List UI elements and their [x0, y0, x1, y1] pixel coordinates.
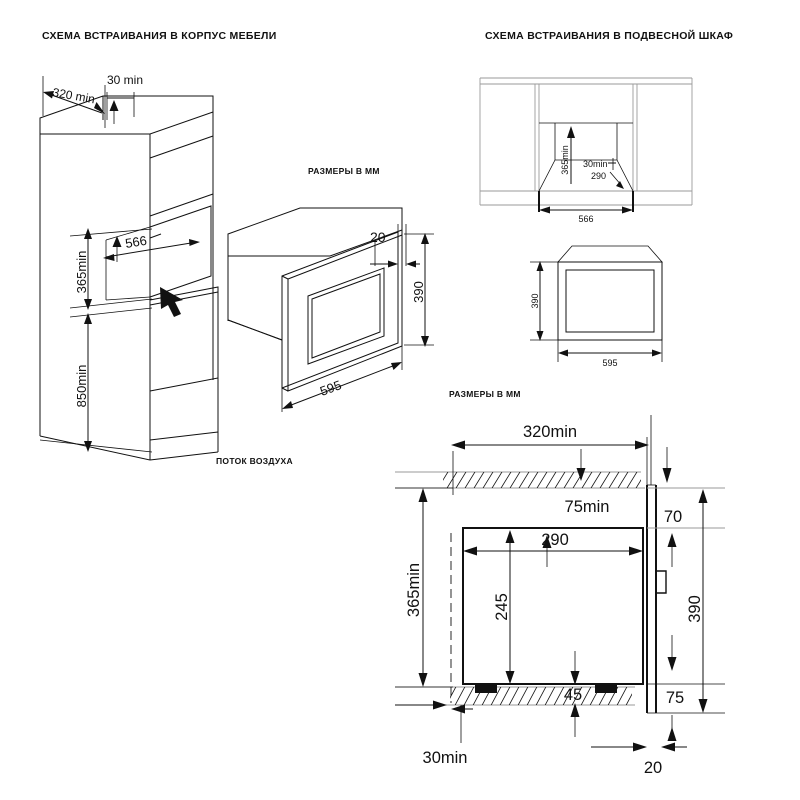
- foot-front: [595, 684, 617, 693]
- front-view-body: [557, 261, 663, 341]
- caption-units-bottom: РАЗМЕРЫ В ММ: [449, 389, 521, 399]
- dim-cabinet-depth-320min: 320 min: [42, 76, 106, 128]
- dim-wall-niche-width-566: 566: [539, 206, 633, 224]
- dim-niche-width-566: 566: [103, 233, 200, 261]
- dim-label-wall-30min: 30min: [583, 159, 608, 169]
- caption-units-middle: РАЗМЕРЫ В ММ: [308, 166, 380, 176]
- dim-top-clearance-75min: 75min: [565, 447, 672, 516]
- dim-foot-clearance-45: 45: [564, 651, 582, 737]
- dim-body-height-245: 245: [493, 530, 515, 684]
- dim-front-width-595: 595: [557, 340, 663, 368]
- dim-top-offset-70: 70: [664, 508, 682, 526]
- dim-trim-depth-20: 20: [370, 224, 420, 268]
- cabinet-niche-opening: [149, 205, 212, 298]
- dim-wall-rear-gap-30min: 30min: [583, 158, 616, 170]
- dim-label-30min: 30 min: [107, 73, 143, 87]
- cabinet-upper-panel: [149, 135, 214, 217]
- appliance-body-section: [462, 527, 644, 685]
- bottom-shelf-hatching: [450, 687, 632, 705]
- wall-cabinet-elevation-view: 365min 30min 290 566: [460, 60, 720, 224]
- appliance-front-elevation-view: 390 595: [500, 230, 710, 370]
- dim-label-wall-566: 566: [578, 214, 593, 224]
- trim-inner-arrows: [667, 533, 677, 671]
- cabinet-top-shelf: [395, 471, 645, 489]
- appliance-front-trim: [646, 484, 667, 714]
- appliance-feet: [475, 684, 617, 693]
- heading-right-diagram: СХЕМА ВСТРАИВАНИЯ В ПОДВЕСНОЙ ШКАФ: [485, 30, 734, 42]
- cabinet-lower-door: [149, 286, 219, 461]
- top-gap-air-arrow-icon: [109, 100, 119, 124]
- foot-rear: [475, 684, 497, 693]
- dim-appliance-height-390: 390: [404, 233, 434, 347]
- section-extension-lines: [647, 487, 725, 714]
- dim-label-section-365min: 365min: [405, 563, 423, 617]
- dim-label-section-390: 390: [686, 595, 704, 623]
- dim-label-850min: 850min: [74, 365, 89, 408]
- front-view-recess: [557, 245, 663, 263]
- dim-label-20-section: 20: [644, 759, 662, 777]
- dim-label-245: 245: [493, 593, 511, 621]
- dim-label-390: 390: [411, 281, 426, 303]
- dim-label-75min: 75min: [565, 498, 610, 516]
- dim-niche-height-365min: 365min: [69, 228, 153, 310]
- dim-label-566: 566: [124, 233, 148, 251]
- dim-front-height-390-section: 390: [686, 489, 708, 713]
- dim-label-45: 45: [564, 686, 582, 704]
- dim-appliance-width-595: 595: [281, 340, 403, 412]
- airflow-arrow-icon: [160, 287, 183, 317]
- appliance-isometric-view: 20 390 595: [220, 180, 450, 420]
- dim-side-gap-30min: 30min: [395, 700, 473, 767]
- wall-cabinet-partitions: [534, 84, 638, 191]
- dim-niche-height-365min-section: 365min: [395, 487, 453, 688]
- dim-label-section-320min: 320min: [523, 423, 577, 441]
- cabinet-outer-shell: [39, 95, 214, 461]
- appliance-body: [227, 207, 403, 341]
- wall-cabinet-niche: [538, 122, 634, 192]
- dim-trim-thickness-20: 20: [591, 715, 687, 777]
- dim-label-20: 20: [370, 229, 386, 245]
- wall-cabinet-posts: [538, 191, 634, 212]
- dim-label-section-30min: 30min: [423, 749, 468, 767]
- dim-label-wall-290: 290: [591, 171, 606, 181]
- cabinet-niche-inner: [105, 226, 151, 301]
- dim-wall-niche-height-365min: 365min: [560, 126, 575, 184]
- dim-label-595: 595: [318, 377, 344, 399]
- niche-air-intake-arrow-icon: [112, 236, 122, 262]
- heading-left-diagram: СХЕМА ВСТРАИВАНИЯ В КОРПУС МЕБЕЛИ: [42, 30, 277, 42]
- dim-label-365min: 365min: [74, 251, 89, 294]
- installation-section-view: 320min 75min 290: [395, 415, 800, 800]
- dim-label-70: 70: [664, 508, 682, 526]
- dim-bottom-offset-75: 75: [666, 689, 684, 707]
- dim-floor-height-850min: 850min: [39, 307, 153, 453]
- dim-label-75: 75: [666, 689, 684, 707]
- dim-label-front-595: 595: [602, 358, 617, 368]
- dim-front-height-390: 390: [530, 261, 558, 341]
- dim-label-wall-365min: 365min: [560, 145, 570, 175]
- dim-cabinet-depth-320min-section: 320min: [451, 423, 649, 495]
- dim-wall-rear-depth-290: 290: [591, 171, 624, 189]
- top-shelf-hatching: [443, 472, 641, 488]
- cabinet-column-isometric-view: 320 min 30 min 365min: [0, 0, 260, 480]
- dim-label-front-390: 390: [530, 293, 540, 308]
- dim-body-depth-290: 290: [463, 531, 643, 567]
- wall-cabinet-outline: [479, 77, 693, 206]
- dim-top-gap-30min: 30 min: [106, 73, 143, 120]
- caption-airflow: ПОТОК ВОЗДУХА: [216, 456, 293, 466]
